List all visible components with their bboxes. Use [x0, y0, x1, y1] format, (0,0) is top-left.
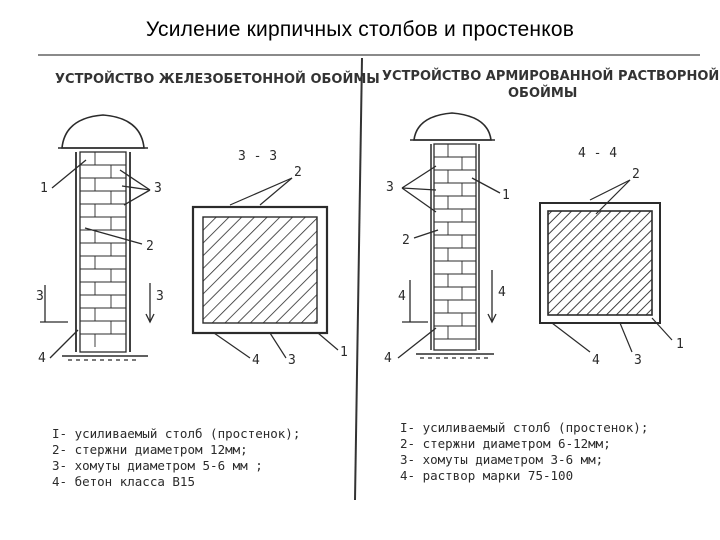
right-section-mark-b: 4	[498, 285, 506, 300]
left-column-cap	[61, 114, 145, 149]
right-section-callout-1: 1	[676, 337, 684, 352]
right-section-callout-2: 2	[632, 167, 640, 182]
right-section-mark-a: 4	[398, 289, 406, 304]
right-legend-item-4: 4- раствор марки 75-100	[400, 468, 573, 483]
right-column-body	[433, 143, 477, 351]
left-legend-item-4: 4- бетон класса В15	[52, 474, 195, 489]
left-callout-2: 2	[146, 239, 154, 254]
right-panel: УСТРОЙСТВО АРМИРОВАННОЙ РАСТВОРНОЙ ОБОЙМ…	[382, 68, 719, 483]
right-heading-line2: ОБОЙМЫ	[508, 85, 577, 101]
right-section-title: 4 - 4	[578, 146, 617, 161]
right-column-cap	[413, 112, 492, 141]
left-column-elevation	[40, 114, 155, 361]
left-section-title: 3 - 3	[238, 149, 277, 164]
left-column-body	[79, 151, 127, 353]
left-legend: I- усиливаемый столб (простенок); 2- сте…	[52, 426, 300, 489]
left-section-mark-a: 3	[36, 289, 44, 304]
left-callout-3-top: 3	[154, 181, 162, 196]
right-column-elevation	[397, 112, 501, 359]
left-section-callout-2: 2	[294, 165, 302, 180]
left-section-callout-1: 1	[340, 345, 348, 360]
right-callout-4: 4	[384, 351, 392, 366]
right-section-callout-3: 3	[634, 353, 642, 368]
panel-divider	[354, 57, 363, 501]
left-section-callout-4: 4	[252, 353, 260, 368]
slide-title: Усиление кирпичных столбов и простенков	[145, 18, 575, 41]
right-legend-item-3: 3- хомуты диаметром 3-6 мм;	[400, 452, 603, 467]
right-callout-3: 3	[386, 180, 394, 195]
left-section-callout-3: 3	[288, 353, 296, 368]
right-callout-2: 2	[402, 233, 410, 248]
left-legend-item-1: I- усиливаемый столб (простенок);	[52, 426, 300, 441]
right-legend-item-2: 2- стержни диаметром 6-12мм;	[400, 436, 611, 451]
left-section-mark-b: 3	[156, 289, 164, 304]
left-cross-section	[191, 177, 339, 359]
left-callout-1: 1	[40, 181, 48, 196]
right-callout-1: 1	[502, 188, 510, 203]
left-panel: УСТРОЙСТВО ЖЕЛЕЗОБЕТОННОЙ ОБОЙМЫ	[36, 71, 380, 489]
left-legend-item-3: 3- хомуты диаметром 5-6 мм ;	[52, 458, 263, 473]
left-heading: УСТРОЙСТВО ЖЕЛЕЗОБЕТОННОЙ ОБОЙМЫ	[55, 71, 380, 87]
right-section-callout-4: 4	[592, 353, 600, 368]
right-legend-item-1: I- усиливаемый столб (простенок);	[400, 420, 648, 435]
right-cross-section	[539, 179, 673, 353]
left-elevation-labels: 1 3 2 3 3 4	[36, 181, 164, 366]
right-heading-line1: УСТРОЙСТВО АРМИРОВАННОЙ РАСТВОРНОЙ	[382, 68, 719, 84]
left-legend-item-2: 2- стержни диаметром 12мм;	[52, 442, 248, 457]
left-callout-4: 4	[38, 351, 46, 366]
right-legend: I- усиливаемый столб (простенок); 2- сте…	[400, 420, 648, 483]
